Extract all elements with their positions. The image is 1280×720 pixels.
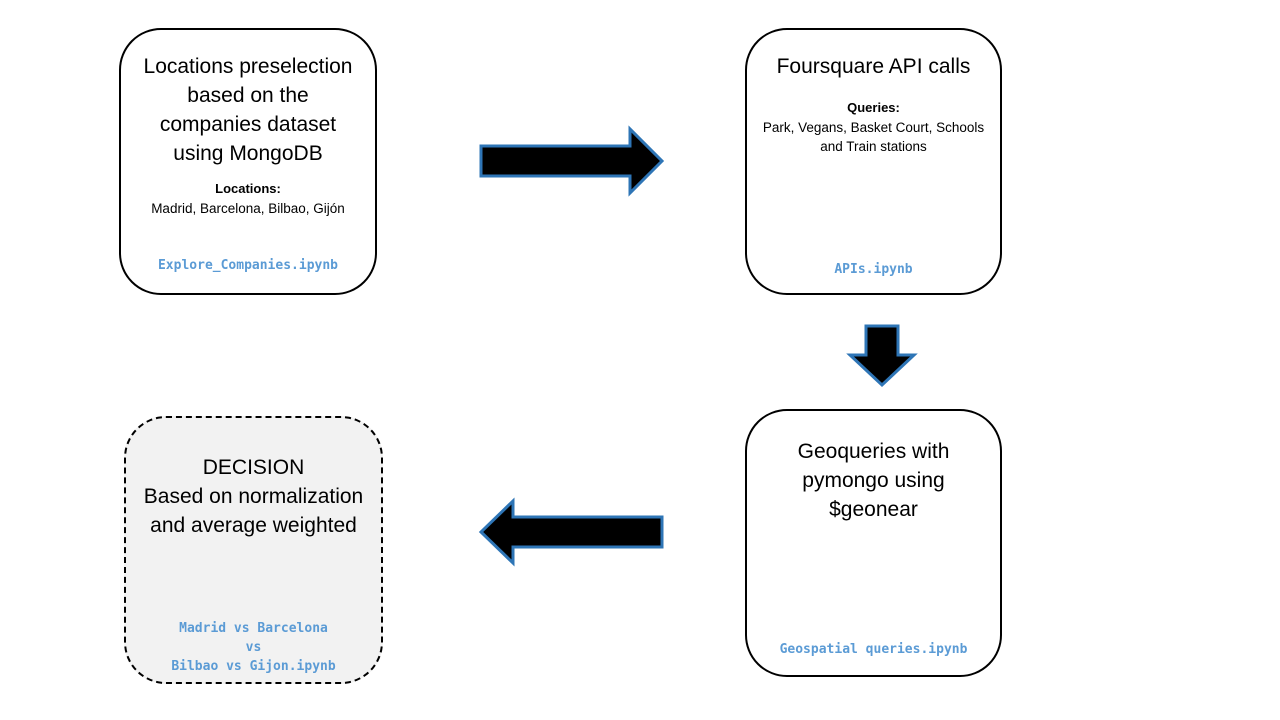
geospatial-queries-notebook-link[interactable]: Geospatial queries.ipynb (779, 642, 968, 657)
locations-list: Madrid, Barcelona, Bilbao, Gijón (151, 201, 345, 216)
arrow-right-icon (479, 125, 665, 197)
decision-title: DECISION Based on normalization and aver… (143, 456, 364, 537)
arrow-left-icon (478, 497, 664, 567)
arrow-down-icon (846, 324, 918, 388)
geoqueries-title: Geoqueries with pymongo using $geonear (797, 440, 950, 521)
queries-list: Park, Vegans, Basket Court, Schools and … (762, 120, 985, 154)
decision-box: DECISION Based on normalization and aver… (124, 416, 383, 684)
locations-heading: Locations: (215, 181, 281, 196)
apis-notebook-link[interactable]: APIs.ipynb (834, 262, 913, 277)
foursquare-api-title: Foursquare API calls (776, 55, 971, 78)
locations-preselection-box: Locations preselection based on the comp… (119, 28, 377, 295)
locations-preselection-title: Locations preselection based on the comp… (143, 55, 353, 165)
queries-heading: Queries: (847, 100, 900, 115)
foursquare-api-box: Foursquare API calls Queries: Park, Vega… (745, 28, 1002, 295)
explore-companies-notebook-link[interactable]: Explore_Companies.ipynb (157, 258, 338, 273)
geoqueries-box: Geoqueries with pymongo using $geonear G… (745, 409, 1002, 677)
madrid-vs-barcelona-notebook-link[interactable]: Madrid vs Barcelona vs Bilbao vs Gijon.i… (171, 621, 336, 674)
